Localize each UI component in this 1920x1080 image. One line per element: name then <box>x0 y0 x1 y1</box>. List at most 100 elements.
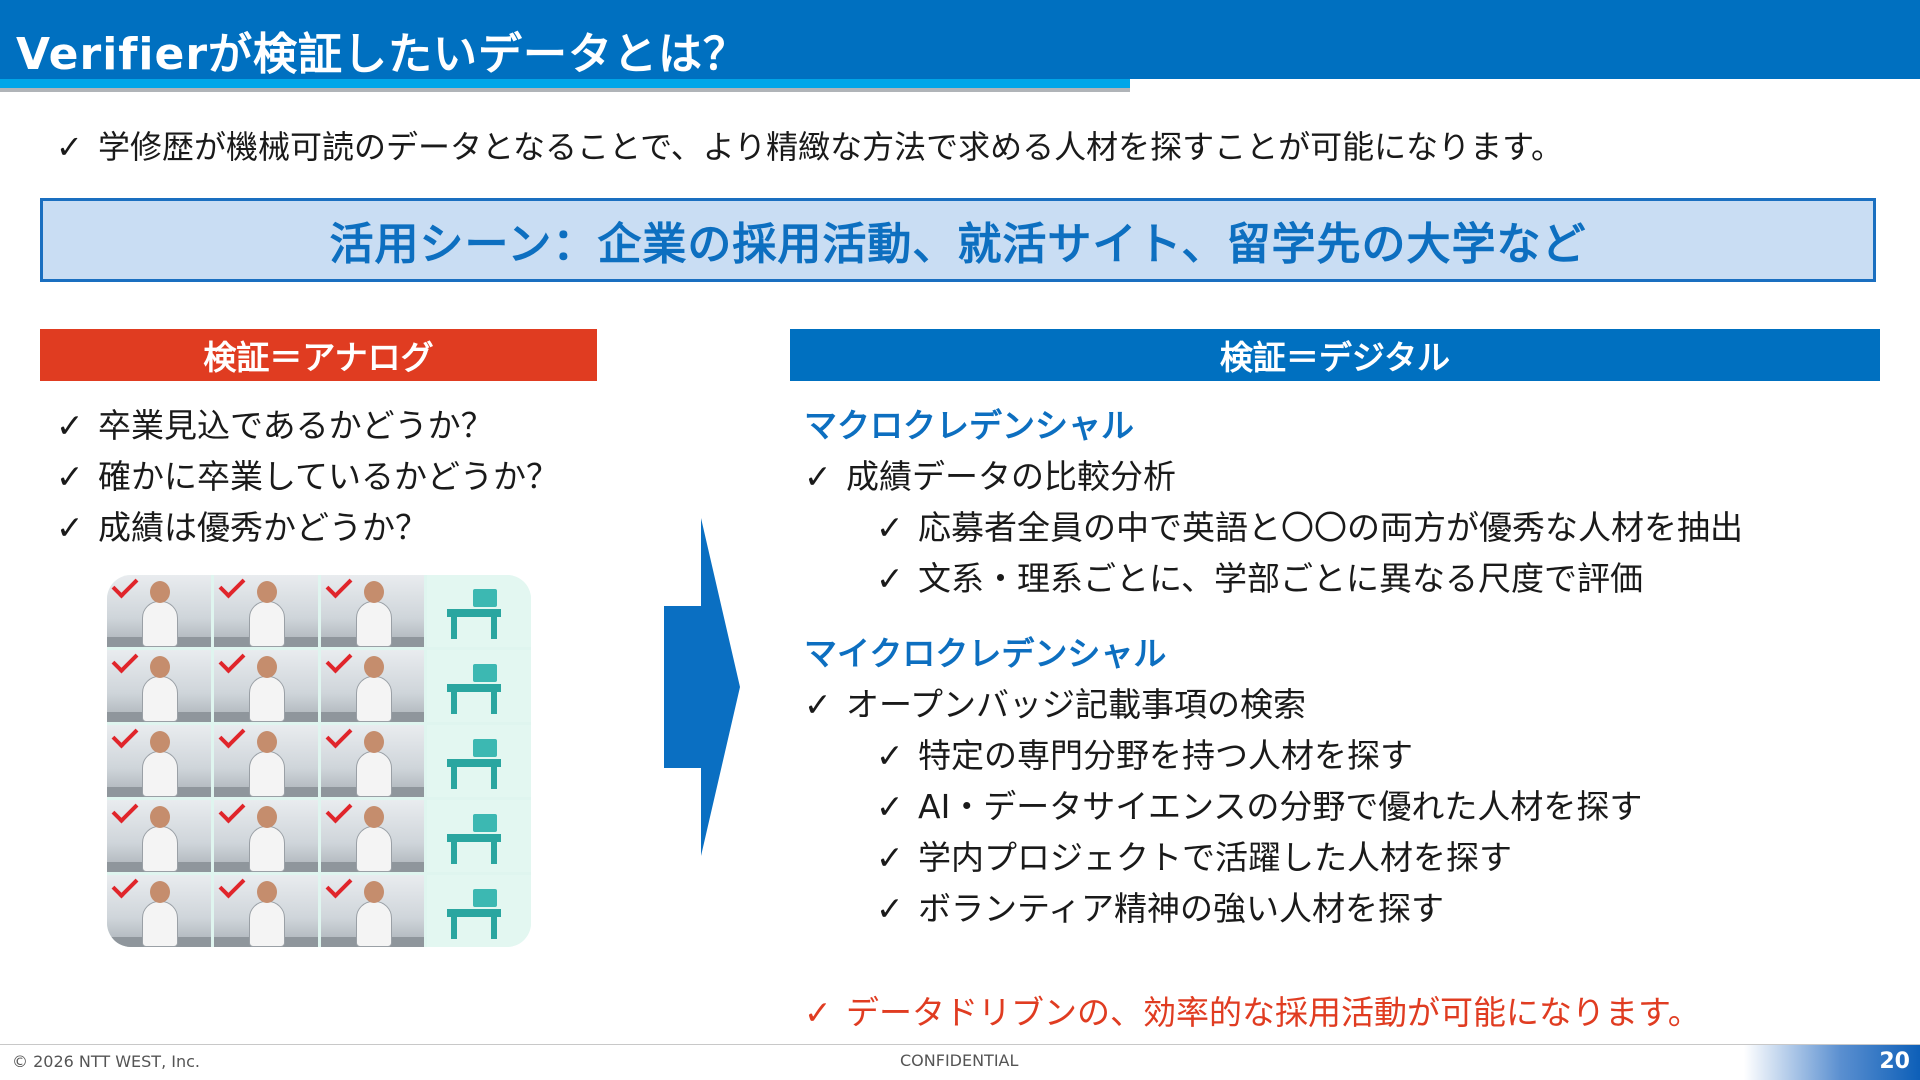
photo-head <box>257 731 278 753</box>
photo-head <box>150 806 171 828</box>
desk-illustration-part <box>447 909 502 917</box>
applicant-photo <box>107 875 211 947</box>
photo-head <box>257 656 278 678</box>
photo-head <box>363 806 384 828</box>
list-item: ✓成績は優秀かどうか？ <box>56 502 559 553</box>
analog-header: 検証＝アナログ <box>40 329 597 381</box>
applicant-photo <box>320 800 425 872</box>
applicant-photo <box>107 575 211 647</box>
applicant-photo <box>213 725 318 797</box>
check-icon: ✓ <box>56 508 84 547</box>
photo-person <box>249 826 286 872</box>
photo-person <box>142 901 179 947</box>
red-check-icon <box>325 875 352 899</box>
conclusion-text: データドリブンの、効率的な採用活動が可能になります。 <box>846 993 1701 1032</box>
check-icon: ✓ <box>804 685 832 724</box>
confidential-label: CONFIDENTIAL <box>900 1051 1019 1070</box>
applicant-photo <box>213 875 318 947</box>
photo-head <box>150 656 171 678</box>
photo-head <box>363 731 384 753</box>
desk-illustration-part <box>473 814 498 832</box>
check-icon: ✓ <box>56 457 84 496</box>
applicant-photo-grid <box>107 575 531 947</box>
desk-illustration-part <box>451 617 458 639</box>
red-check-icon <box>325 725 352 749</box>
red-check-icon <box>325 575 352 599</box>
applicant-photo <box>320 725 425 797</box>
intro-line: ✓学修歴が機械可読のデータとなることで、より精緻な方法で求める人材を探すことが可… <box>56 122 1563 168</box>
conclusion-line: ✓データドリブンの、効率的な採用活動が可能になります。 <box>804 986 1701 1034</box>
desk-illustration <box>427 725 531 797</box>
applicant-photo <box>213 800 318 872</box>
list-item: ✓卒業見込であるかどうか？ <box>56 400 559 451</box>
applicant-photo <box>320 875 425 947</box>
check-icon: ✓ <box>876 508 904 547</box>
photo-head <box>257 581 278 603</box>
list-item: ✓オープンバッジ記載事項の検索 <box>804 679 1874 730</box>
digital-header: 検証＝デジタル <box>790 329 1880 381</box>
list-item: ✓AI・データサイエンスの分野で優れた人材を探す <box>804 781 1874 832</box>
photo-person <box>142 676 179 722</box>
page-number: 20 <box>1879 1049 1910 1074</box>
check-icon: ✓ <box>56 128 83 166</box>
photo-head <box>150 881 171 903</box>
analog-list: ✓卒業見込であるかどうか？ ✓確かに卒業しているかどうか？ ✓成績は優秀かどうか… <box>56 400 559 553</box>
photo-person <box>142 601 179 647</box>
red-check-icon <box>111 650 139 674</box>
photo-person <box>142 826 179 872</box>
list-item: ✓学内プロジェクトで活躍した人材を探す <box>804 832 1874 883</box>
applicant-photo <box>320 650 425 722</box>
red-check-icon <box>218 575 246 599</box>
photo-person <box>249 676 286 722</box>
desk-illustration <box>427 800 531 872</box>
applicant-photo <box>107 725 211 797</box>
red-check-icon <box>325 650 352 674</box>
photo-person <box>355 901 392 947</box>
desk-illustration-part <box>451 917 458 939</box>
list-item: ✓文系・理系ごとに、学部ごとに異なる尺度で評価 <box>804 553 1874 604</box>
photo-person <box>249 901 286 947</box>
micro-credential-title: マイクロクレデンシャル <box>804 634 1167 673</box>
desk-illustration-part <box>473 889 498 907</box>
red-check-icon <box>218 650 246 674</box>
red-check-icon <box>218 800 246 824</box>
desk-illustration-part <box>473 664 498 682</box>
scene-text: 活用シーン：企業の採用活動、就活サイト、留学先の大学など <box>329 219 1587 270</box>
photo-person <box>355 751 392 797</box>
red-check-icon <box>218 875 246 899</box>
photo-head <box>257 806 278 828</box>
list-item: ✓ボランティア精神の強い人材を探す <box>804 883 1874 934</box>
photo-person <box>142 751 179 797</box>
check-icon: ✓ <box>876 787 904 826</box>
red-check-icon <box>111 575 139 599</box>
photo-person <box>355 826 392 872</box>
desk-illustration <box>427 575 531 647</box>
check-icon: ✓ <box>876 838 904 877</box>
list-item: ✓特定の専門分野を持つ人材を探す <box>804 730 1874 781</box>
scene-box: 活用シーン：企業の採用活動、就活サイト、留学先の大学など <box>40 198 1876 282</box>
desk-illustration-part <box>473 589 498 607</box>
desk-illustration <box>427 650 531 722</box>
check-icon: ✓ <box>56 406 84 445</box>
slide-title: Verifierが検証したいデータとは？ <box>16 29 749 80</box>
desk-illustration-part <box>491 917 498 939</box>
desk-illustration-part <box>491 842 498 864</box>
photo-head <box>363 881 384 903</box>
photo-person <box>355 601 392 647</box>
footer-divider <box>0 1044 1920 1045</box>
desk-illustration <box>427 875 531 947</box>
photo-person <box>355 676 392 722</box>
desk-illustration-part <box>451 767 458 789</box>
right-arrow-icon <box>664 518 740 856</box>
desk-illustration-part <box>491 692 498 714</box>
photo-head <box>257 881 278 903</box>
red-check-icon <box>111 875 139 899</box>
applicant-photo <box>107 650 211 722</box>
applicant-photo <box>213 650 318 722</box>
photo-head <box>150 581 171 603</box>
desk-illustration-part <box>491 767 498 789</box>
page-number-box: 20 <box>1744 1045 1920 1080</box>
list-item: ✓応募者全員の中で英語と〇〇の両方が優秀な人材を抽出 <box>804 502 1874 553</box>
title-underline <box>0 79 1130 92</box>
applicant-photo <box>107 800 211 872</box>
